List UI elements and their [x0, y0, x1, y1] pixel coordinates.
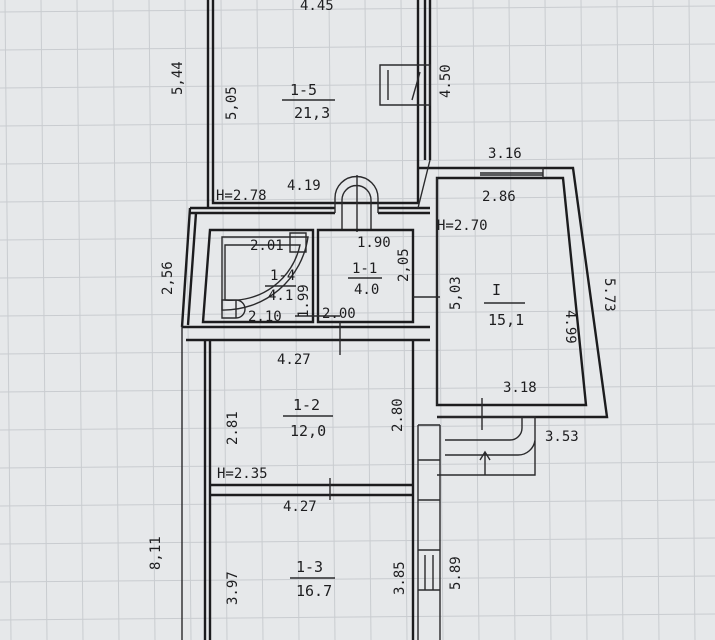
room-1-3-area: 16.7: [296, 582, 332, 600]
room-I-area: 15,1: [488, 311, 524, 329]
room-1-4-area: 4.1: [268, 288, 293, 304]
dim-2-80: 2.80: [390, 398, 406, 432]
grid-line: [364, 0, 372, 640]
room-I-id: I: [492, 281, 501, 299]
dim-3-97: 3.97: [225, 571, 241, 605]
room-1-4-id: 1-4: [270, 268, 295, 284]
grid-line: [0, 423, 715, 431]
dim-2-10: 2.10: [248, 309, 282, 325]
grid-line: [0, 385, 715, 393]
dim-2-86: 2.86: [482, 189, 516, 205]
dim-5-89: 5.89: [448, 556, 464, 590]
height-2-78: H=2.78: [216, 188, 267, 204]
grid-line: [76, 0, 84, 640]
dim-2-81: 2.81: [225, 411, 241, 445]
grid-line: [616, 0, 624, 640]
dim-8-11: 8,11: [148, 536, 164, 570]
grid-line: [508, 0, 516, 640]
dim-5-03: 5,03: [448, 276, 464, 310]
labels: 4.45 5,44 5,05 1-5 21,3 4.50 H=2.78 4.19…: [148, 0, 617, 605]
grid-line: [220, 0, 228, 640]
dim-1-99: 1.99: [296, 284, 312, 318]
dim-3-16: 3.16: [488, 146, 522, 162]
walls: [180, 0, 609, 640]
dim-5-73: 5.73: [601, 278, 617, 312]
dim-3-85: 3.85: [392, 561, 408, 595]
room-1-1-id: 1-1: [352, 261, 377, 277]
grid-line: [472, 0, 480, 640]
grid-line: [0, 537, 715, 545]
grid-line: [0, 575, 715, 583]
grid-line: [112, 0, 120, 640]
dim-4-50: 4.50: [438, 64, 454, 98]
room-1-2-id: 1-2: [293, 396, 320, 414]
dim-5-05: 5,05: [224, 86, 240, 120]
height-2-35: H=2.35: [217, 466, 268, 482]
grid-line: [328, 0, 336, 640]
grid-line: [0, 613, 715, 621]
room-1-1-area: 4.0: [354, 282, 379, 298]
dim-4-19: 4.19: [287, 178, 321, 194]
grid-line: [580, 0, 588, 640]
room-1-2-area: 12,0: [290, 422, 326, 440]
room-1-5-id: 1-5: [290, 81, 317, 99]
dim-4-99: 4.99: [562, 310, 578, 344]
grid-line: [0, 81, 715, 89]
dim-4-45: 4.45: [300, 0, 334, 14]
grid-line: [256, 0, 264, 640]
grid-line: [0, 499, 715, 507]
grid-line: [0, 119, 715, 127]
grid-line: [0, 309, 715, 317]
grid-line: [148, 0, 156, 640]
grid-line: [4, 0, 12, 640]
grid-line: [544, 0, 552, 640]
height-2-70: H=2.70: [437, 218, 488, 234]
grid-line: [0, 271, 715, 279]
dim-5-44: 5,44: [170, 61, 186, 95]
grid-line: [40, 0, 48, 640]
grid-line: [436, 0, 444, 640]
dim-1-90: 1.90: [357, 235, 391, 251]
grid-line: [0, 5, 715, 13]
grid-line: [652, 0, 660, 640]
dim-3-53: 3.53: [545, 429, 579, 445]
grid-line: [292, 0, 300, 640]
grid-line: [0, 157, 715, 165]
dim-3-18: 3.18: [503, 380, 537, 396]
dim-2-05: 2,05: [396, 248, 412, 282]
dim-4-27-top: 4.27: [277, 352, 311, 368]
grid-line: [0, 233, 715, 241]
dim-4-27-bottom: 4.27: [283, 499, 317, 515]
dim-2-01: 2.01: [250, 238, 284, 254]
dim-2-56: 2,56: [160, 261, 176, 295]
grid-line: [688, 0, 696, 640]
grid-line: [0, 43, 715, 51]
room-1-5-area: 21,3: [294, 104, 330, 122]
dim-2-00: 2.00: [322, 306, 356, 322]
room-1-3-id: 1-3: [296, 558, 323, 576]
grid-line: [400, 0, 408, 640]
grid-line: [0, 347, 715, 355]
grid-line: [0, 461, 715, 469]
